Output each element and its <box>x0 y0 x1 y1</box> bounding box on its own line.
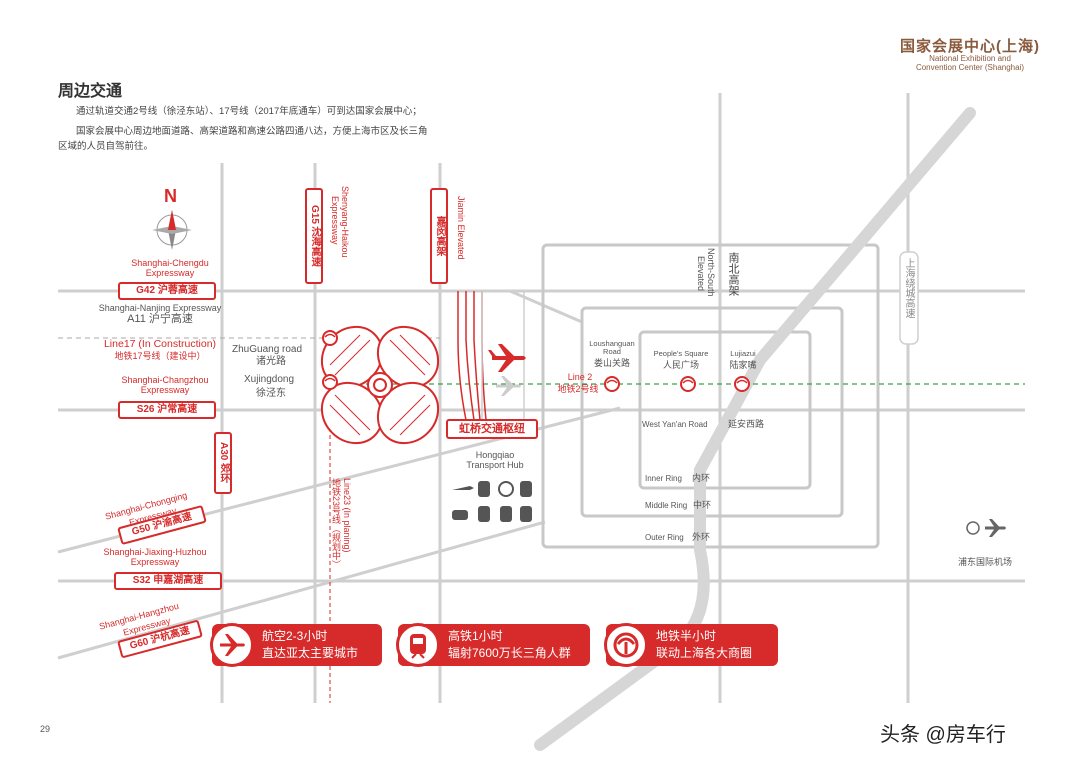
jiamin-en: Jiamin Elevated <box>456 196 466 260</box>
middle-ring-cn: 中环 <box>693 500 712 510</box>
ns-en-1: North-South <box>706 248 716 297</box>
page-number: 29 <box>40 724 51 734</box>
promo-metro-line2: 联动上海各大商圈 <box>656 646 753 660</box>
zhuguang-en: ZhuGuang road <box>232 344 303 355</box>
loushan-en-1: Loushanguan <box>589 339 635 348</box>
metro-icon <box>604 623 648 667</box>
g42-en-2: Expressway <box>145 268 195 278</box>
lujiazui-en: Lujiazui <box>730 349 756 358</box>
watermark: 头条 @房车行 <box>880 724 1006 746</box>
jiamin-badge: 嘉闵高架 <box>430 188 448 284</box>
g42-badge: G42 沪蓉高速 <box>118 282 216 300</box>
g15-en-2: Expressway <box>330 196 340 245</box>
a11-cn: A11 沪宁高速 <box>127 313 193 325</box>
airplane-icon <box>210 623 254 667</box>
line2-cn: 地铁2号线 <box>557 384 599 394</box>
s26-badge: S26 沪常高速 <box>118 401 216 419</box>
inner-ring-cn: 内环 <box>692 473 711 483</box>
pudong-airport-label: 浦东国际机场 <box>958 557 1013 567</box>
outer-expressway-cn: 上海绕城高速 <box>903 258 914 318</box>
line23-en: Line23 (In planing) <box>342 478 352 553</box>
people-cn: 人民广场 <box>662 360 699 370</box>
promo-rail-line2: 辐射7600万长三角人群 <box>448 646 571 660</box>
line17-cn: 地铁17号线（建设中） <box>114 351 206 361</box>
yanan-en: West Yan'an Road <box>642 420 708 429</box>
s32-en-2: Expressway <box>130 557 180 567</box>
middle-ring-en: Middle Ring <box>645 501 688 510</box>
promo-metro-line1: 地铁半小时 <box>656 629 717 643</box>
line2-en: Line 2 <box>567 372 593 382</box>
line23-cn: 地铁23号线（规划中） <box>331 478 341 570</box>
outer-ring-en: Outer Ring <box>645 533 684 542</box>
outer-ring-cn: 外环 <box>692 532 711 542</box>
brand-name-en: National Exhibition and Convention Cente… <box>900 54 1040 72</box>
hub-badge: 虹桥交通枢纽 <box>446 419 538 439</box>
intro-line1: 通过轨道交通2号线（徐泾东站）、17号线（2017年底通车）可到达国家会展中心； <box>76 106 422 117</box>
xujingdong-en: Xujingdong <box>244 374 295 385</box>
train-icon <box>396 623 440 667</box>
yanan-cn: 延安西路 <box>728 419 765 429</box>
lujiazui-cn: 陆家嘴 <box>729 360 757 370</box>
zhuguang-cn: 诸光路 <box>256 356 286 367</box>
brand-name-en-line2: Convention Center (Shanghai) <box>915 63 1025 72</box>
g42-en-1: Shanghai-Chengdu <box>131 258 209 268</box>
xujingdong-cn: 徐泾东 <box>256 388 286 399</box>
g15-badge: G15 沈海高速 <box>305 188 323 284</box>
promo-air-line2: 直达亚太主要城市 <box>262 646 359 660</box>
compass-north-label: N <box>164 186 177 206</box>
promo-air-line1: 航空2-3小时 <box>262 629 328 643</box>
intro-line2: 国家会展中心周边地面道路、高架道路和高速公路四通八达，方便上海市区及长三角 <box>76 126 428 137</box>
loushan-en-2: Road <box>603 347 621 356</box>
promo-metro: 地铁半小时 联动上海各大商圈 <box>604 623 778 667</box>
hub-en-1: Hongqiao <box>475 450 515 460</box>
promo-air: 航空2-3小时 直达亚太主要城市 <box>210 623 382 667</box>
brand-name-en-line1: National Exhibition and <box>929 54 1011 63</box>
ns-en-2: Elevated <box>696 256 706 292</box>
hub-en-2: Transport Hub <box>466 460 524 470</box>
inner-ring-en: Inner Ring <box>645 474 682 483</box>
section-title: 周边交通 <box>58 83 123 100</box>
people-en: People's Square <box>653 349 709 358</box>
line17-en: Line17 (In Construction) <box>103 338 217 350</box>
promo-rail-line1: 高铁1小时 <box>448 629 503 643</box>
promo-rail: 高铁1小时 辐射7600万长三角人群 <box>396 623 590 667</box>
s26-en-1: Shanghai-Changzhou <box>121 375 209 385</box>
a30-badge: A30 郊环 <box>214 432 232 494</box>
a11-en: Shanghai-Nanjing Expressway <box>98 303 222 313</box>
s32-badge: S32 申嘉湖高速 <box>114 572 222 590</box>
intro-line3: 区域的人员自驾前往。 <box>58 141 154 152</box>
brand-name-cn: 国家会展中心(上海) <box>900 38 1040 55</box>
loushan-cn: 娄山关路 <box>593 358 630 368</box>
s32-en-1: Shanghai-Jiaxing-Huzhou <box>103 547 207 557</box>
ns-cn: 南北高架 <box>727 252 739 296</box>
s26-en-2: Expressway <box>140 385 190 395</box>
g15-en-1: Shenyang-Haikou <box>340 186 350 258</box>
